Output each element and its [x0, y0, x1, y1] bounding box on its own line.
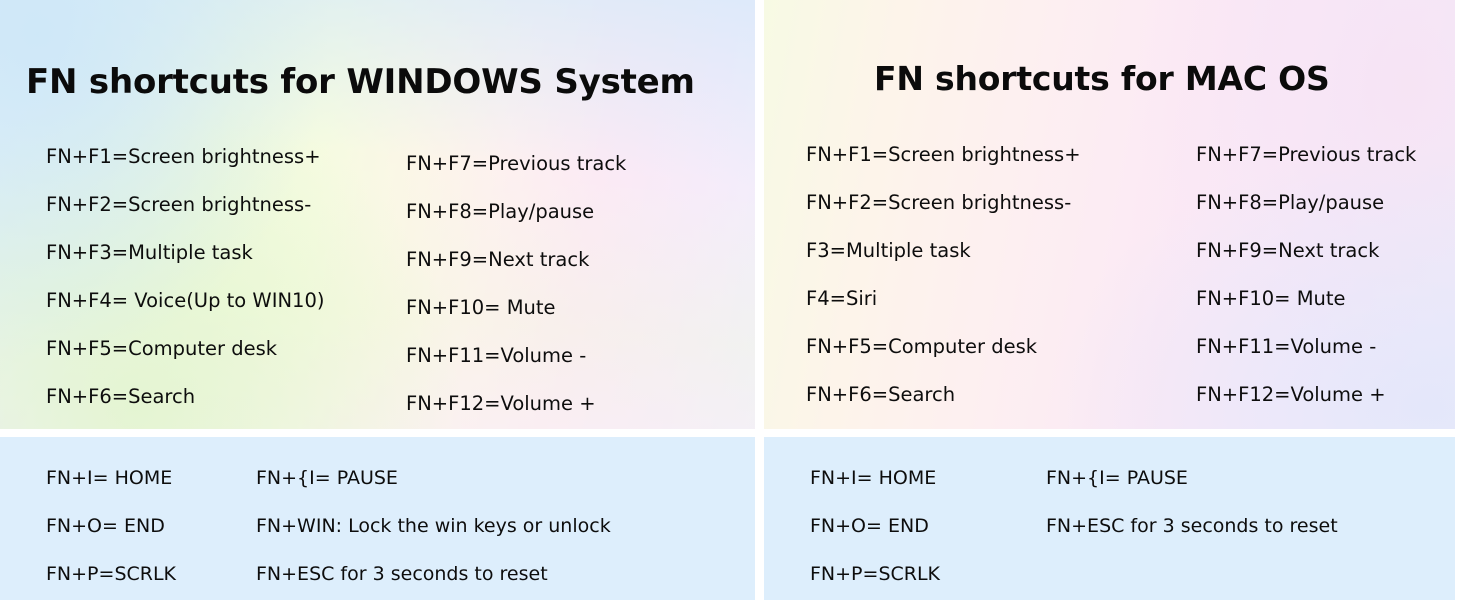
mac-extras-list-right: FN+{I= PAUSE FN+ESC for 3 seconds to res… [1046, 454, 1338, 550]
shortcut-line: FN+F8=Play/pause [406, 200, 595, 223]
shortcut-line: FN+F7=Previous track [1196, 143, 1417, 166]
mac-fn-list-right: FN+F7=Previous track FN+F8=Play/pause FN… [1196, 131, 1416, 419]
shortcut-line: FN+F11=Volume - [1196, 335, 1377, 358]
shortcut-line: FN+F9=Next track [1196, 239, 1380, 262]
shortcut-line: FN+F12=Volume + [406, 392, 596, 415]
shortcut-line: FN+F12=Volume + [1196, 383, 1386, 406]
shortcut-line: FN+F6=Search [46, 385, 196, 408]
shortcut-line: FN+F10= Mute [1196, 287, 1346, 310]
shortcut-line: FN+F1=Screen brightness+ [806, 143, 1081, 166]
windows-section-title: FN shortcuts for WINDOWS System [26, 62, 695, 102]
shortcut-line: FN+P=SCRLK [810, 563, 941, 585]
shortcut-line: FN+F11=Volume - [406, 344, 587, 367]
mac-fn-panel: FN shortcuts for MAC OS FN+F1=Screen bri… [764, 0, 1464, 429]
shortcut-line: FN+I= HOME [810, 467, 937, 489]
shortcut-line: FN+F1=Screen brightness+ [46, 145, 321, 168]
shortcut-line: FN+P=SCRLK [46, 563, 177, 585]
shortcut-line: FN+F6=Search [806, 383, 956, 406]
shortcut-line: FN+F7=Previous track [406, 152, 627, 175]
shortcut-line: FN+ESC for 3 seconds to reset [256, 563, 548, 585]
shortcut-line: FN+F8=Play/pause [1196, 191, 1385, 214]
shortcut-line: FN+F10= Mute [406, 296, 556, 319]
mac-extras-list-left: FN+I= HOME FN+O= END FN+P=SCRLK [810, 454, 940, 598]
windows-extras-list-right: FN+{I= PAUSE FN+WIN: Lock the win keys o… [256, 454, 611, 598]
shortcut-line: FN+{I= PAUSE [256, 467, 398, 489]
shortcut-line: F3=Multiple task [806, 239, 971, 262]
shortcut-line: FN+F5=Computer desk [46, 337, 278, 360]
windows-fn-panel: FN shortcuts for WINDOWS System FN+F1=Sc… [0, 0, 755, 429]
windows-fn-list-right: FN+F7=Previous track FN+F8=Play/pause FN… [406, 140, 626, 428]
shortcut-line: FN+F9=Next track [406, 248, 590, 271]
windows-extras-panel: FN+I= HOME FN+O= END FN+P=SCRLK FN+{I= P… [0, 437, 755, 600]
shortcut-line: FN+I= HOME [46, 467, 173, 489]
shortcut-line: F4=Siri [806, 287, 878, 310]
shortcut-line: FN+{I= PAUSE [1046, 467, 1188, 489]
shortcut-line: FN+F2=Screen brightness- [46, 193, 312, 216]
windows-fn-list-left: FN+F1=Screen brightness+ FN+F2=Screen br… [46, 133, 324, 421]
mac-fn-list-left: FN+F1=Screen brightness+ FN+F2=Screen br… [806, 131, 1081, 419]
shortcut-line: FN+F3=Multiple task [46, 241, 253, 264]
right-edge-margin [1455, 0, 1464, 600]
shortcut-line: FN+F2=Screen brightness- [806, 191, 1072, 214]
windows-extras-list-left: FN+I= HOME FN+O= END FN+P=SCRLK [46, 454, 176, 598]
shortcut-line: FN+ESC for 3 seconds to reset [1046, 515, 1338, 537]
shortcut-line: FN+F4= Voice(Up to WIN10) [46, 289, 325, 312]
mac-section-title: FN shortcuts for MAC OS [874, 59, 1330, 98]
mac-extras-panel: FN+I= HOME FN+O= END FN+P=SCRLK FN+{I= P… [764, 437, 1455, 600]
shortcut-line: FN+WIN: Lock the win keys or unlock [256, 515, 611, 537]
shortcut-line: FN+F5=Computer desk [806, 335, 1038, 358]
shortcut-line: FN+O= END [810, 515, 929, 537]
shortcut-line: FN+O= END [46, 515, 165, 537]
